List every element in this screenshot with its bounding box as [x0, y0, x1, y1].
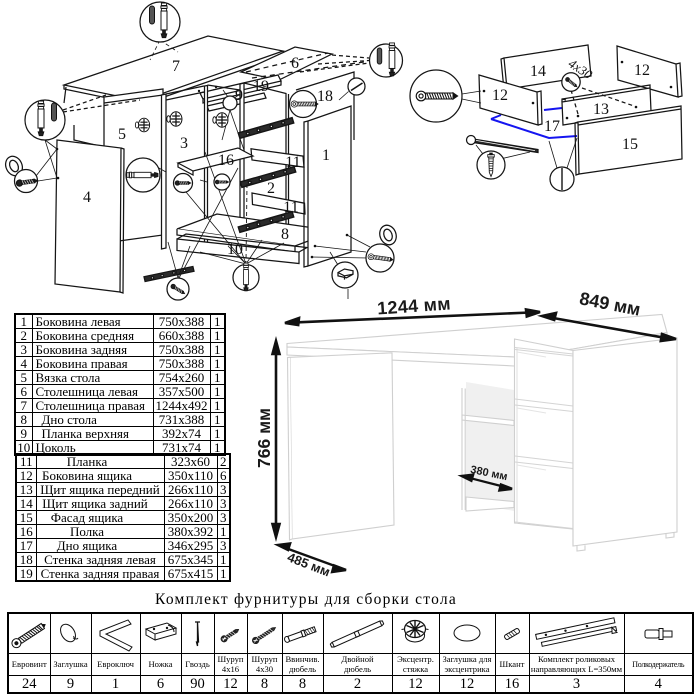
- svg-text:14: 14: [530, 63, 546, 80]
- svg-text:5: 5: [118, 126, 126, 143]
- svg-text:2: 2: [267, 180, 275, 197]
- svg-text:3: 3: [180, 135, 188, 152]
- svg-text:15: 15: [622, 136, 638, 153]
- svg-text:766 мм: 766 мм: [254, 408, 274, 468]
- svg-text:6: 6: [291, 55, 299, 72]
- svg-text:7: 7: [172, 58, 180, 75]
- svg-text:9: 9: [235, 87, 243, 104]
- svg-text:12: 12: [634, 62, 650, 79]
- svg-text:13: 13: [593, 101, 609, 118]
- svg-text:16: 16: [218, 152, 234, 169]
- svg-text:17: 17: [544, 118, 560, 135]
- svg-text:12: 12: [492, 87, 508, 104]
- svg-text:849 мм: 849 мм: [578, 288, 642, 319]
- svg-text:4: 4: [83, 189, 91, 206]
- svg-text:18: 18: [317, 88, 333, 105]
- svg-text:1: 1: [322, 147, 330, 164]
- svg-text:1244 мм: 1244 мм: [377, 293, 452, 318]
- svg-text:11: 11: [283, 199, 298, 216]
- svg-text:485 мм: 485 мм: [285, 549, 332, 579]
- svg-text:10: 10: [227, 241, 243, 258]
- svg-text:11: 11: [285, 154, 300, 171]
- svg-text:8: 8: [281, 226, 289, 243]
- svg-text:19: 19: [253, 78, 269, 95]
